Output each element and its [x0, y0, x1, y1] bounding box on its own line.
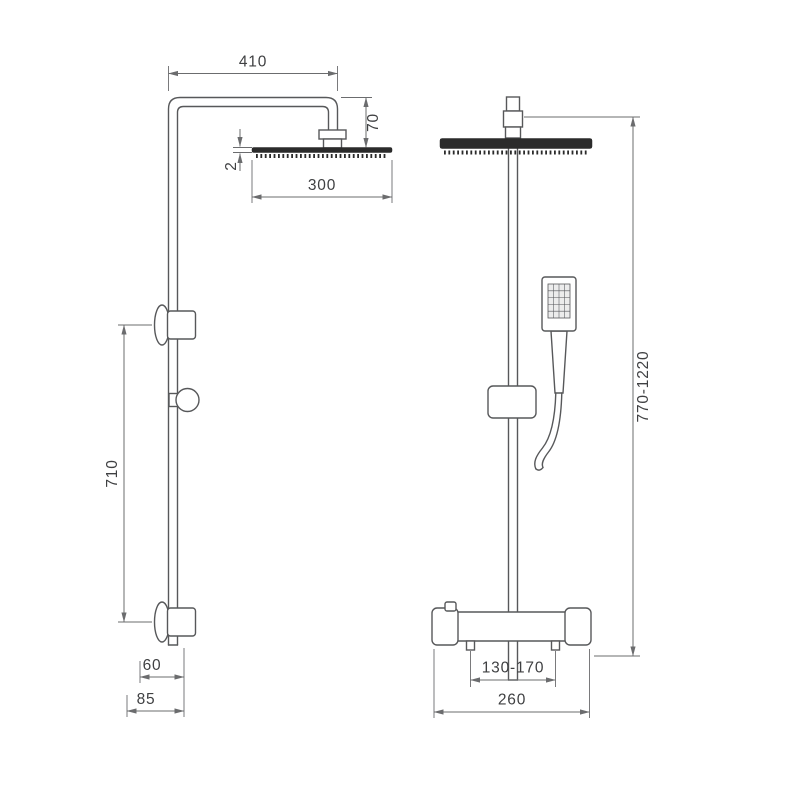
side-view [153, 96, 393, 646]
wall-bracket-top-clamp [166, 310, 197, 340]
dim-wall-clearance-label: 85 [137, 691, 156, 708]
dim-overall-height-label: 770-1220 [635, 351, 652, 423]
valve-right-cap [564, 607, 592, 646]
dim-inlet-centres: 130-170 [470, 651, 556, 687]
dim-inlet-centres-label: 130-170 [482, 660, 544, 677]
riser-and-arm-inner [176, 105, 330, 646]
dim-head-width-label: 300 [308, 177, 336, 194]
dim-rail-offset-label: 60 [143, 657, 162, 674]
dim-head-drop: 70 [341, 97, 382, 148]
overhead-shower-front [439, 138, 593, 149]
dim-head-thickness-label: 2 [223, 161, 240, 170]
valve-left-cap [431, 607, 459, 646]
hand-shower-hose [534, 392, 563, 471]
dim-bracket-span: 710 [104, 324, 152, 623]
head-connector-collar [322, 138, 343, 149]
dim-rail-offset: 60 [139, 648, 185, 717]
dim-overall-height: 770-1220 [524, 116, 652, 657]
dim-valve-width-label: 260 [498, 692, 526, 709]
dim-wall-clearance: 85 [126, 691, 185, 717]
front-view [431, 96, 593, 681]
dim-arm-reach-label: 410 [239, 54, 267, 71]
overhead-shower-side [251, 147, 393, 153]
valve-top-button [444, 601, 457, 612]
riser-and-arm-outer [167, 96, 339, 646]
top-connector [505, 96, 521, 112]
dim-arm-reach: 410 [168, 54, 338, 91]
dim-head-thickness: 2 [223, 129, 252, 171]
head-connector-nut [318, 129, 347, 140]
slider-knob [175, 387, 200, 413]
top-connector-nut [502, 110, 524, 128]
dim-head-drop-label: 70 [365, 113, 382, 132]
head-mount [504, 126, 522, 139]
valve-inlet-left [465, 640, 476, 651]
hand-shower-handle [550, 330, 568, 394]
dim-valve-width: 260 [433, 649, 590, 718]
dim-head-width: 300 [251, 160, 393, 203]
hand-shower-holder [487, 385, 537, 419]
wall-bracket-bottom-clamp [166, 607, 197, 637]
valve-inlet-right [550, 640, 561, 651]
hand-shower-face-grid [548, 284, 570, 318]
dim-bracket-span-label: 710 [104, 459, 121, 487]
